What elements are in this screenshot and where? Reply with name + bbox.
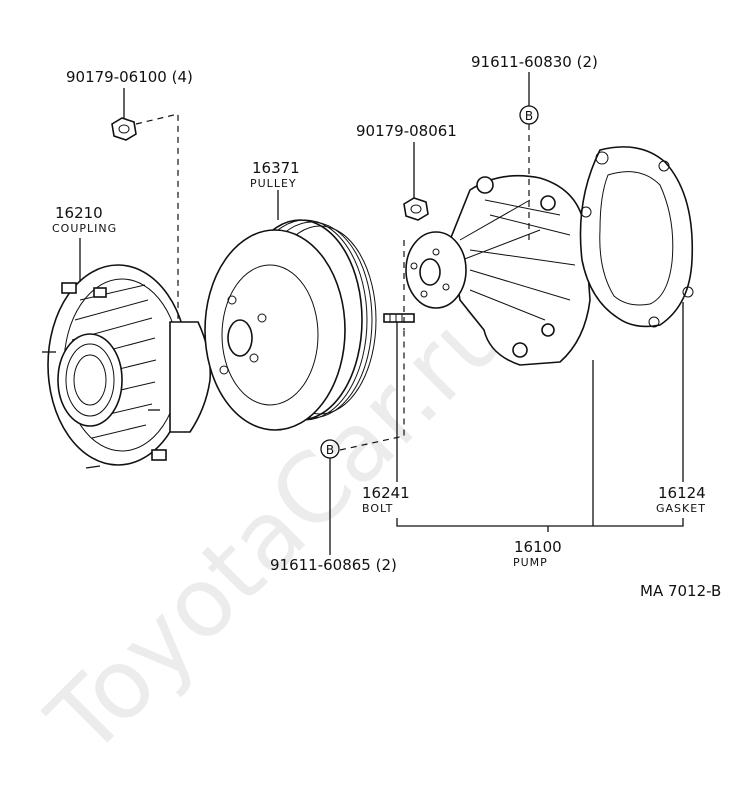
callout-nut-pump: 90179-08061: [356, 122, 457, 140]
callout-bolt-b-upper: 91611-60830 (2): [471, 53, 598, 71]
nut-pump: [403, 197, 429, 221]
callout-pulley-number: 16371: [252, 159, 300, 177]
svg-text:B: B: [525, 109, 533, 123]
callout-pulley-name: PULLEY: [250, 177, 297, 190]
marker-b-upper: B: [519, 105, 539, 125]
callout-bolt-name: BOLT: [362, 502, 393, 515]
nut-upper: [111, 117, 137, 141]
callout-bolt-b-lower: 91611-60865 (2): [270, 556, 397, 574]
pulley-part: [204, 219, 377, 431]
callout-pump-number: 16100: [514, 538, 562, 556]
stud-bolt: [383, 313, 415, 323]
svg-text:B: B: [326, 443, 334, 457]
diagram-code: MA 7012-B: [640, 582, 721, 600]
callout-coupling-name: COUPLING: [52, 222, 117, 235]
callout-bolt-number: 16241: [362, 484, 410, 502]
callout-nut-upper: 90179-06100 (4): [66, 68, 193, 86]
gasket-part: [579, 146, 694, 328]
marker-b-lower: B: [320, 439, 340, 459]
coupling-part: [42, 264, 212, 469]
callout-coupling-number: 16210: [55, 204, 103, 222]
callout-gasket-number: 16124: [658, 484, 706, 502]
callout-gasket-name: GASKET: [656, 502, 706, 515]
pump-part: [405, 174, 591, 366]
callout-pump-name: PUMP: [513, 556, 548, 569]
